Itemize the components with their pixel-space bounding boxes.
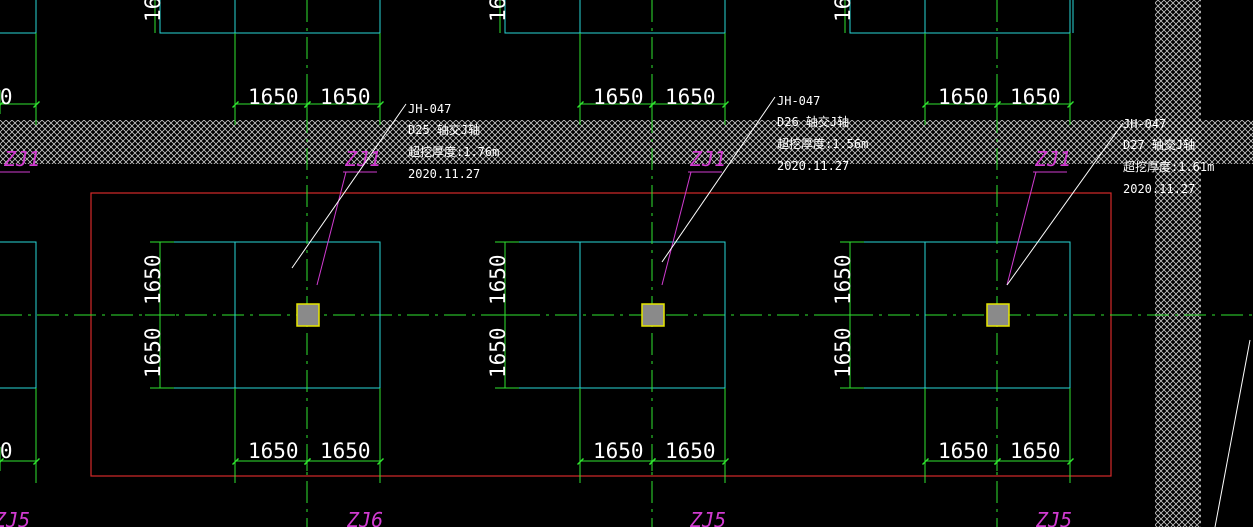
upper-dim-vertical-label: 1650 [486,0,510,22]
footing-tag-label: ZJ1 [1034,147,1071,171]
callout-line-3: 2020.11.27 [408,167,480,181]
bottom-dim-b-label: 1650 [1010,439,1061,463]
callout-line-1: D26 轴交J轴 [777,114,849,129]
footing-2: 1650165016501650165016501650ZJ1JH-047D26… [486,0,868,527]
left-footing-outline [0,241,37,389]
column-square [641,303,665,327]
callout-line-1: D25 轴交J轴 [408,122,480,137]
bottom-dim-b-tick-1 [722,458,729,465]
bottom-dim-b-tick-1 [377,458,384,465]
bottom-tag-group: ZJ5 ZJ6 ZJ5 ZJ5 [0,508,1072,527]
footing-tag-leader [316,171,347,286]
top-dim-a-tick-0 [922,101,929,108]
callout-line-3: 2020.11.27 [777,159,849,173]
bottom-dim-a-tick-0 [922,458,929,465]
bottom-tag-2: ZJ5 [689,508,726,527]
edge-leader-line [1214,339,1251,527]
bottom-dim-b-tick-0 [994,458,1001,465]
bottom-dim-a-tick-0 [232,458,239,465]
bottom-dim-a-label: 1650 [593,439,644,463]
bottom-dim-b-tick-0 [649,458,656,465]
upper-footing-outline [849,0,1071,34]
callout-line-0: JH-047 [777,94,820,108]
top-dim-b-label: 1650 [665,85,716,109]
top-dim-a-tick-0 [232,101,239,108]
footing-tag-label: ZJ1 [344,147,381,171]
top-dim-a-label: 1650 [593,85,644,109]
upper-dim-vertical-label: 1650 [141,0,165,22]
left-bottom-dim-tick-1 [33,458,40,465]
top-dim-a-label: 1650 [248,85,299,109]
left-dim-b-label: 1650 [831,327,855,378]
left-bottom-dim-tick-0 [0,458,4,463]
left-dim-a-label: 1650 [486,254,510,305]
top-dim-a-tick-0 [577,101,584,108]
bottom-dim-a-label: 1650 [248,439,299,463]
footing-group: 1650165016501650165016501650ZJ1JH-047D25… [141,0,1214,527]
callout-line-2: 超挖厚度:1.76m [408,144,499,159]
bottom-tag-3: ZJ5 [1035,508,1072,527]
bottom-dim-a-label: 1650 [938,439,989,463]
top-dim-b-label: 1650 [320,85,371,109]
upper-footing-outline [504,0,726,34]
top-dim-b-label: 1650 [1010,85,1061,109]
footing-1: 1650165016501650165016501650ZJ1JH-047D25… [141,0,499,527]
callout-leader [291,103,407,269]
excavation-boundary [90,192,1112,477]
bottom-dim-b-tick-1 [1067,458,1074,465]
top-dim-a-label: 1650 [938,85,989,109]
left-dim-b-label: 1650 [141,327,165,378]
bottom-tag-1: ZJ6 [346,508,383,527]
callout-line-0: JH-047 [1123,117,1166,131]
callout-line-1: D27 轴交J轴 [1123,137,1195,152]
footing-3: 1650165016501650165016501650ZJ1JH-047D27… [831,0,1214,527]
left-tag-label: ZJ1 [3,147,40,171]
left-top-dim-label: 1650 [0,85,13,109]
callout-leader [661,96,776,263]
footing-tag-label: ZJ1 [689,147,726,171]
bottom-dim-b-tick-0 [304,458,311,465]
top-dim-b-tick-1 [722,101,729,108]
left-dim-b-label: 1650 [486,327,510,378]
callout-line-0: JH-047 [408,102,451,116]
left-bottom-dim-label: 1650 [0,439,13,463]
top-dim-b-tick-1 [1067,101,1074,108]
left-top-dim-tick-0 [0,101,4,106]
column-square [986,303,1010,327]
callout-line-2: 超挖厚度:1.56m [777,136,868,151]
callout-line-3: 2020.11.27 [1123,182,1195,196]
callout-line-2: 超挖厚度:1.61m [1123,159,1214,174]
footing-tag-leader [661,171,692,286]
upper-dim-vertical-label: 1650 [831,0,855,22]
top-dim-b-tick-1 [377,101,384,108]
footing-tag-leader [1006,171,1037,286]
column-square [296,303,320,327]
hatch-band-vertical [1155,0,1201,527]
bottom-dim-b-label: 1650 [665,439,716,463]
bottom-tag-0: ZJ5 [0,508,30,527]
bottom-dim-b-label: 1650 [320,439,371,463]
hatch-band-horizontal [0,120,1253,164]
bottom-dim-a-tick-0 [577,458,584,465]
callout-leader [1006,122,1124,286]
left-top-dim-tick-1 [33,101,40,108]
left-dim-a-label: 1650 [141,254,165,305]
left-dim-a-label: 1650 [831,254,855,305]
upper-footing-outline [159,0,381,34]
